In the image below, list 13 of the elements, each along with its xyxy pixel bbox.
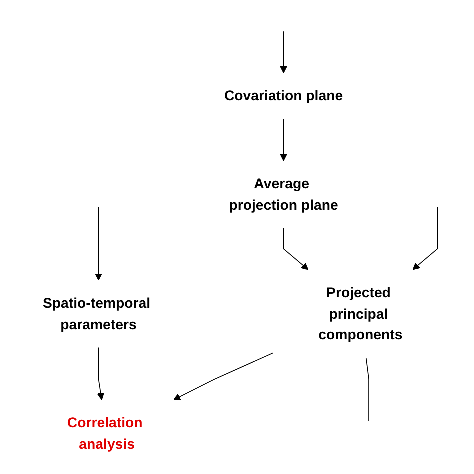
node-text: Projected principal components [318, 284, 403, 344]
arrow [95, 206, 102, 281]
node-text: Correlation analysis [67, 414, 143, 452]
node-text: Covariation plane [224, 88, 344, 104]
node-text: Average projection plane [229, 176, 338, 213]
arrow [97, 347, 105, 400]
connector [366, 358, 370, 422]
arrow [280, 31, 288, 74]
arrow [283, 228, 309, 270]
arrow [174, 352, 274, 400]
arrow [412, 206, 438, 270]
node-text: Spatio-temporal parameters [42, 295, 151, 332]
arrow [280, 118, 288, 162]
